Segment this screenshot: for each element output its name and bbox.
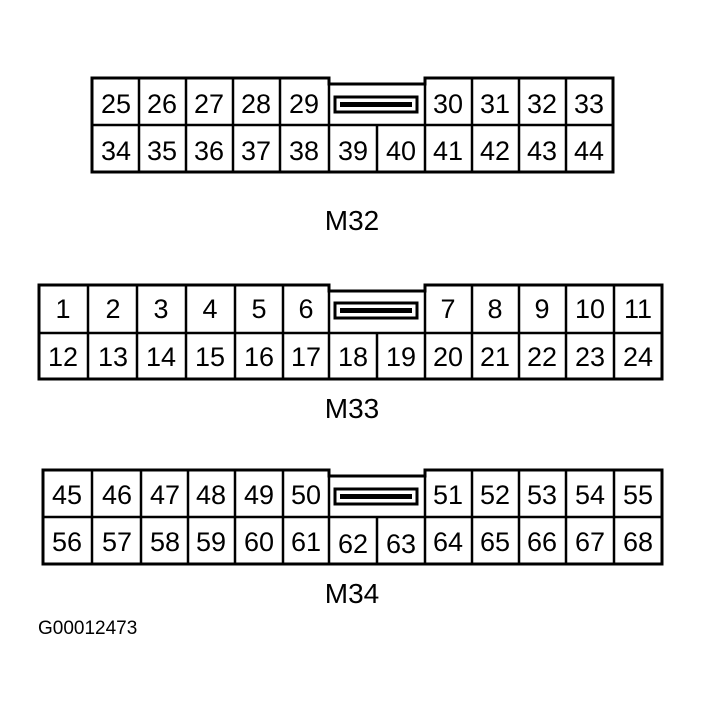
pin-label: 28 xyxy=(241,89,271,119)
pin-label: 62 xyxy=(338,529,368,559)
pin-label: 56 xyxy=(52,527,82,557)
pin-label: 10 xyxy=(575,294,605,324)
connector-m33: 1 2 3 4 5 6 7 8 9 10 11 12 13 14 15 16 1… xyxy=(37,283,664,424)
pin-label: 4 xyxy=(202,294,217,324)
pin-label: 13 xyxy=(98,342,128,372)
pin-label: 21 xyxy=(480,342,510,372)
pin-label: 34 xyxy=(101,136,131,166)
connector-label: M33 xyxy=(325,393,379,424)
connector-m34: 45 46 47 48 49 50 51 52 53 54 55 56 57 5… xyxy=(41,468,664,609)
pin-label: 1 xyxy=(55,294,70,324)
connector-m32-lock-tab xyxy=(333,95,419,114)
pin-label: 58 xyxy=(150,527,180,557)
pin-label: 18 xyxy=(338,342,368,372)
pin-label: 63 xyxy=(386,529,416,559)
connector-label: M34 xyxy=(325,578,379,609)
pin-label: 7 xyxy=(440,294,455,324)
pin-label: 42 xyxy=(480,136,510,166)
pin-label: 27 xyxy=(194,89,224,119)
pin-label: 51 xyxy=(433,480,463,510)
pin-label: 57 xyxy=(102,527,132,557)
pin-label: 16 xyxy=(244,342,274,372)
pin-label: 11 xyxy=(624,294,652,324)
pin-label: 33 xyxy=(574,89,604,119)
pin-label: 53 xyxy=(527,480,557,510)
pin-label: 8 xyxy=(487,294,502,324)
pin-label: 59 xyxy=(196,527,226,557)
pin-label: 22 xyxy=(527,342,557,372)
pin-label: 60 xyxy=(244,527,274,557)
pin-label: 65 xyxy=(480,527,510,557)
pin-label: 39 xyxy=(338,136,368,166)
pin-label: 14 xyxy=(146,342,176,372)
pin-label: 31 xyxy=(480,89,510,119)
pin-label: 20 xyxy=(433,342,463,372)
connector-m33-bottom-dividers xyxy=(86,333,616,379)
pin-label: 54 xyxy=(575,480,605,510)
pin-label: 52 xyxy=(480,480,510,510)
pin-label: 17 xyxy=(291,342,321,372)
pin-label: 44 xyxy=(574,136,604,166)
pin-label: 68 xyxy=(623,527,653,557)
pin-label: 12 xyxy=(48,342,78,372)
pin-label: 46 xyxy=(102,480,132,510)
pin-label: 15 xyxy=(195,342,225,372)
pin-label: 35 xyxy=(147,136,177,166)
figure-id: G00012473 xyxy=(38,618,137,639)
connector-m34-lock-tab-inner xyxy=(340,494,412,499)
pin-label: 66 xyxy=(527,527,557,557)
connector-m32-top-dividers xyxy=(137,78,568,125)
pin-label: 30 xyxy=(433,89,463,119)
pin-label: 49 xyxy=(244,480,274,510)
connector-m32: 25 26 27 28 29 30 31 32 33 34 35 36 37 3… xyxy=(90,76,615,236)
connector-m33-lock-tab-inner xyxy=(340,308,412,313)
pin-label: 24 xyxy=(623,342,653,372)
pin-label: 47 xyxy=(150,480,180,510)
pin-label: 55 xyxy=(623,480,653,510)
connector-label: M32 xyxy=(325,205,379,236)
pin-label: 37 xyxy=(241,136,271,166)
pin-label: 25 xyxy=(101,89,131,119)
connector-m34-lock-tab xyxy=(333,487,419,506)
pin-label: 48 xyxy=(196,480,226,510)
connector-m32-lock-tab-inner xyxy=(340,102,412,107)
pin-label: 19 xyxy=(386,342,416,372)
pin-label: 41 xyxy=(433,136,463,166)
pin-label: 9 xyxy=(534,294,549,324)
pin-label: 6 xyxy=(298,294,313,324)
connector-m32-bottom-dividers xyxy=(137,125,568,172)
connector-m33-top-dividers xyxy=(86,285,616,333)
connector-m34-bottom-dividers xyxy=(90,517,616,564)
pin-label: 40 xyxy=(386,136,416,166)
pin-label: 50 xyxy=(291,480,321,510)
pin-label: 45 xyxy=(52,480,82,510)
pin-label: 64 xyxy=(433,527,463,557)
pin-label: 36 xyxy=(194,136,224,166)
pin-label: 2 xyxy=(105,294,120,324)
pin-label: 23 xyxy=(575,342,605,372)
connector-m33-lock-tab xyxy=(333,301,419,320)
pin-label: 3 xyxy=(153,294,168,324)
pin-label: 67 xyxy=(575,527,605,557)
pin-label: 5 xyxy=(251,294,266,324)
pin-label: 61 xyxy=(291,527,321,557)
pin-label: 43 xyxy=(527,136,557,166)
connector-m34-top-dividers xyxy=(90,470,616,517)
pin-label: 29 xyxy=(289,89,319,119)
pin-label: 38 xyxy=(289,136,319,166)
pin-label: 26 xyxy=(147,89,177,119)
pin-label: 32 xyxy=(527,89,557,119)
